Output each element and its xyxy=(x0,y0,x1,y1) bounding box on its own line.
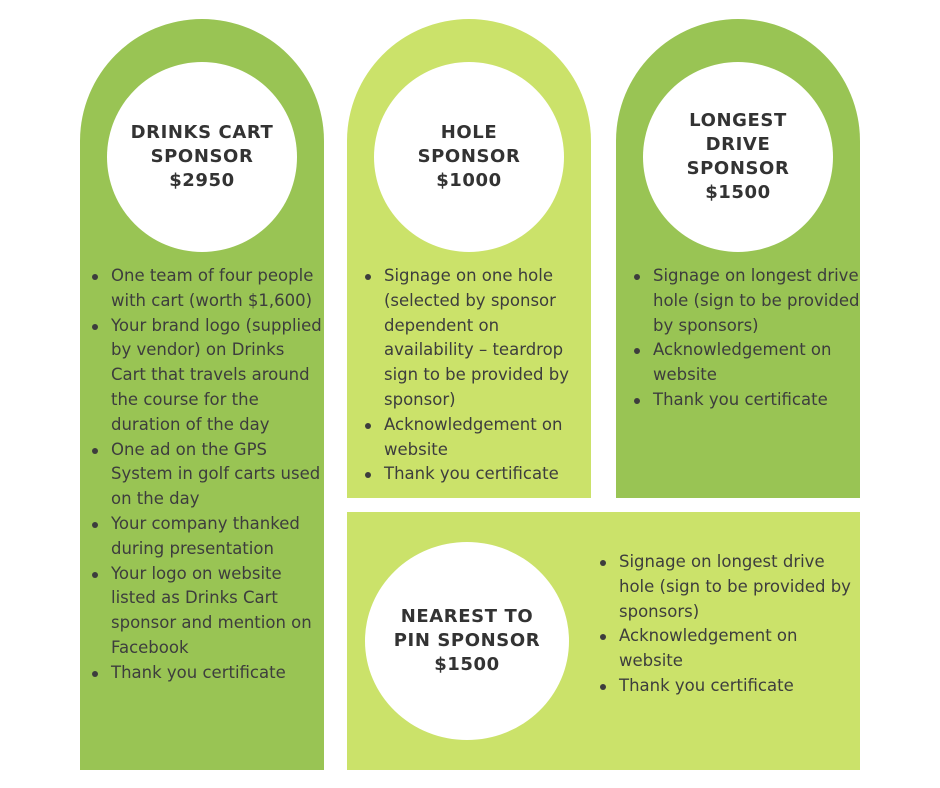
nearest-to-pin-title-circle: NEAREST TO PIN SPONSOR $1500 xyxy=(365,542,569,740)
list-item: Signage on longest drive hole (sign to b… xyxy=(624,264,860,338)
list-item: Thank you certificate xyxy=(624,388,860,413)
hole-sponsor-title: HOLE SPONSOR $1000 xyxy=(417,122,521,191)
drinks-cart-title: DRINKS CART SPONSOR $2950 xyxy=(130,122,274,191)
nearest-to-pin-benefits-list: Signage on longest drive hole (sign to b… xyxy=(590,550,858,699)
hole-sponsor-card: HOLE SPONSOR $1000 Signage on one hole (… xyxy=(347,19,591,498)
list-item: Signage on one hole (selected by sponsor… xyxy=(355,264,589,413)
nearest-to-pin-title: NEAREST TO PIN SPONSOR $1500 xyxy=(393,606,541,675)
list-item: Thank you certificate xyxy=(82,661,322,686)
drinks-cart-benefits-list: One team of four people with cart (worth… xyxy=(82,264,322,686)
longest-drive-benefits-list: Signage on longest drive hole (sign to b… xyxy=(624,264,860,413)
drinks-cart-sponsor-card: DRINKS CART SPONSOR $2950 One team of fo… xyxy=(80,19,324,770)
drinks-cart-title-circle: DRINKS CART SPONSOR $2950 xyxy=(107,62,297,252)
list-item: Acknowledgement on website xyxy=(624,338,860,388)
list-item: One team of four people with cart (worth… xyxy=(82,264,322,314)
list-item: Your logo on website listed as Drinks Ca… xyxy=(82,562,322,661)
list-item: Your brand logo (supplied by vendor) on … xyxy=(82,314,322,438)
nearest-to-pin-sponsor-card: NEAREST TO PIN SPONSOR $1500 Signage on … xyxy=(347,512,860,770)
list-item: One ad on the GPS System in golf carts u… xyxy=(82,438,322,512)
hole-sponsor-benefits-list: Signage on one hole (selected by sponsor… xyxy=(355,264,589,487)
hole-sponsor-title-circle: HOLE SPONSOR $1000 xyxy=(374,62,564,252)
list-item: Thank you certificate xyxy=(355,462,589,487)
longest-drive-title-circle: LONGEST DRIVE SPONSOR $1500 xyxy=(643,62,833,252)
list-item: Acknowledgement on website xyxy=(590,624,858,674)
list-item: Your company thanked during presentation xyxy=(82,512,322,562)
list-item: Signage on longest drive hole (sign to b… xyxy=(590,550,858,624)
list-item: Acknowledgement on website xyxy=(355,413,589,463)
list-item: Thank you certificate xyxy=(590,674,858,699)
longest-drive-sponsor-card: LONGEST DRIVE SPONSOR $1500 Signage on l… xyxy=(616,19,860,498)
longest-drive-title: LONGEST DRIVE SPONSOR $1500 xyxy=(686,110,790,203)
